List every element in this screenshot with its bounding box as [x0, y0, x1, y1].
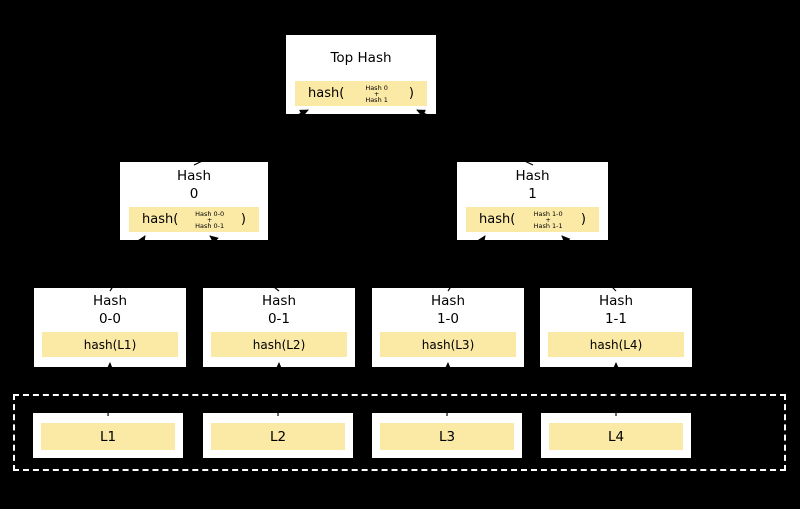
hash-func-close: ) — [240, 212, 246, 227]
node-title-line1: Hash — [92, 293, 127, 309]
node-hash-1: Hash 1 hash( Hash 1-0 + Hash 1-1 ) — [457, 162, 608, 240]
arrow-hash10-to-hash1 — [447, 235, 486, 292]
hash-expression: hash( Hash 0 + Hash 1 ) — [295, 81, 427, 106]
data-block-label: L2 — [211, 423, 345, 450]
arrow-hash01-to-hash0 — [209, 235, 280, 292]
node-hash-0-1: Hash 0-1 hash(L2) — [203, 288, 355, 367]
data-block-l1: L1 — [33, 413, 183, 458]
hash-value: hash(L2) — [211, 332, 347, 357]
node-title-line2: 1-1 — [604, 311, 628, 327]
hash-args: Hash 1-0 + Hash 1-1 — [533, 209, 563, 230]
hash-args: Hash 0 + Hash 1 — [365, 83, 388, 104]
node-hash-0: Hash 0 hash( Hash 0-0 + Hash 0-1 ) — [120, 162, 268, 240]
node-title-line2: 0-0 — [98, 311, 122, 327]
node-title-line1: Hash — [176, 167, 211, 184]
data-block-l4: L4 — [541, 413, 691, 458]
arrow-hash0-to-top — [193, 109, 309, 166]
node-hash-1-1: Hash 1-1 hash(L4) — [540, 288, 692, 367]
hash-value: hash(L3) — [380, 332, 516, 357]
node-title-line2: 0 — [189, 185, 199, 202]
node-title-line1: Hash — [598, 293, 633, 309]
hash-expression: hash( Hash 1-0 + Hash 1-1 ) — [466, 207, 599, 232]
hash-value: hash(L1) — [42, 332, 178, 357]
node-hash-0-0: Hash 0-0 hash(L1) — [34, 288, 186, 367]
node-hash-1-0: Hash 1-0 hash(L3) — [372, 288, 524, 367]
hash-expression: hash( Hash 0-0 + Hash 0-1 ) — [129, 207, 259, 232]
hash-value: hash(L4) — [548, 332, 684, 357]
hash-func-close: ) — [408, 86, 414, 101]
arrow-hash11-to-hash1 — [561, 235, 617, 292]
node-title-line2: 1 — [528, 185, 537, 202]
data-block-label: L4 — [549, 423, 683, 450]
arrow-hash1-to-top — [416, 109, 534, 166]
data-block-label: L1 — [41, 423, 175, 450]
hash-func-open: hash( — [308, 86, 345, 101]
hash-func-open: hash( — [479, 212, 516, 227]
node-title-line1: Hash — [430, 293, 465, 309]
hash-func-close: ) — [580, 212, 586, 227]
node-title-line1: Hash — [515, 167, 550, 184]
arrow-hash00-to-hash0 — [109, 235, 146, 292]
data-block-l2: L2 — [203, 413, 353, 458]
node-top-hash: Top Hash hash( Hash 0 + Hash 1 ) — [286, 35, 436, 114]
node-title-line2: 0-1 — [267, 311, 291, 327]
data-block-label: L3 — [380, 423, 514, 450]
data-blocks-container — [13, 394, 786, 471]
node-title: Top Hash — [330, 50, 392, 66]
node-title-line1: Hash — [261, 293, 296, 309]
hash-args: Hash 0-0 + Hash 0-1 — [195, 209, 225, 230]
node-title-line2: 1-0 — [436, 311, 460, 327]
data-block-l3: L3 — [372, 413, 522, 458]
hash-func-open: hash( — [142, 212, 179, 227]
